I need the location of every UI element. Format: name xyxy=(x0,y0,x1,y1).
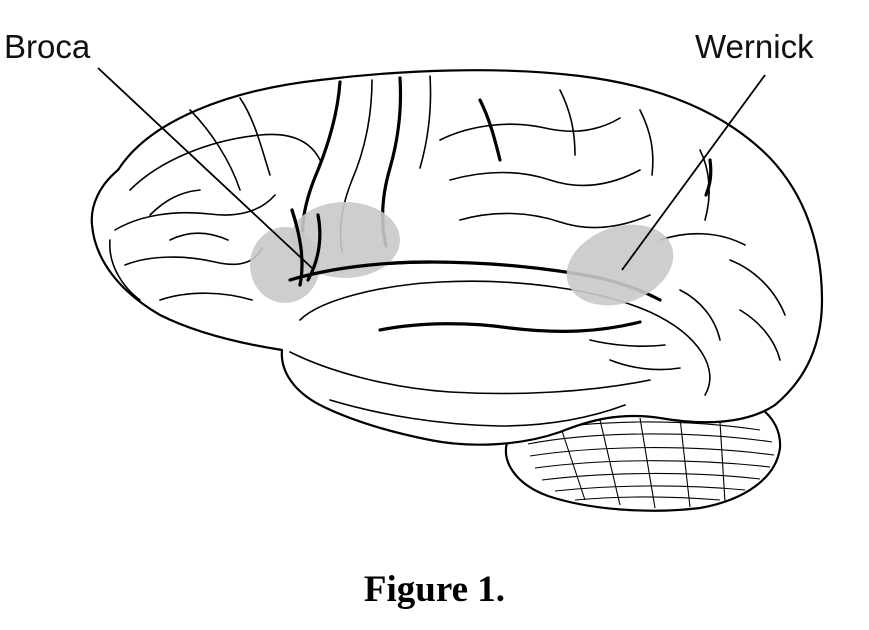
broca-leader-line xyxy=(97,67,313,269)
wernicke-leader-line xyxy=(621,74,766,271)
wernicke-label: Wernick xyxy=(695,28,814,65)
cerebrum xyxy=(90,69,824,446)
figure-caption: Figure 1. xyxy=(363,569,506,610)
broca-label: Broca xyxy=(4,28,91,65)
wernicke-area xyxy=(566,224,674,306)
